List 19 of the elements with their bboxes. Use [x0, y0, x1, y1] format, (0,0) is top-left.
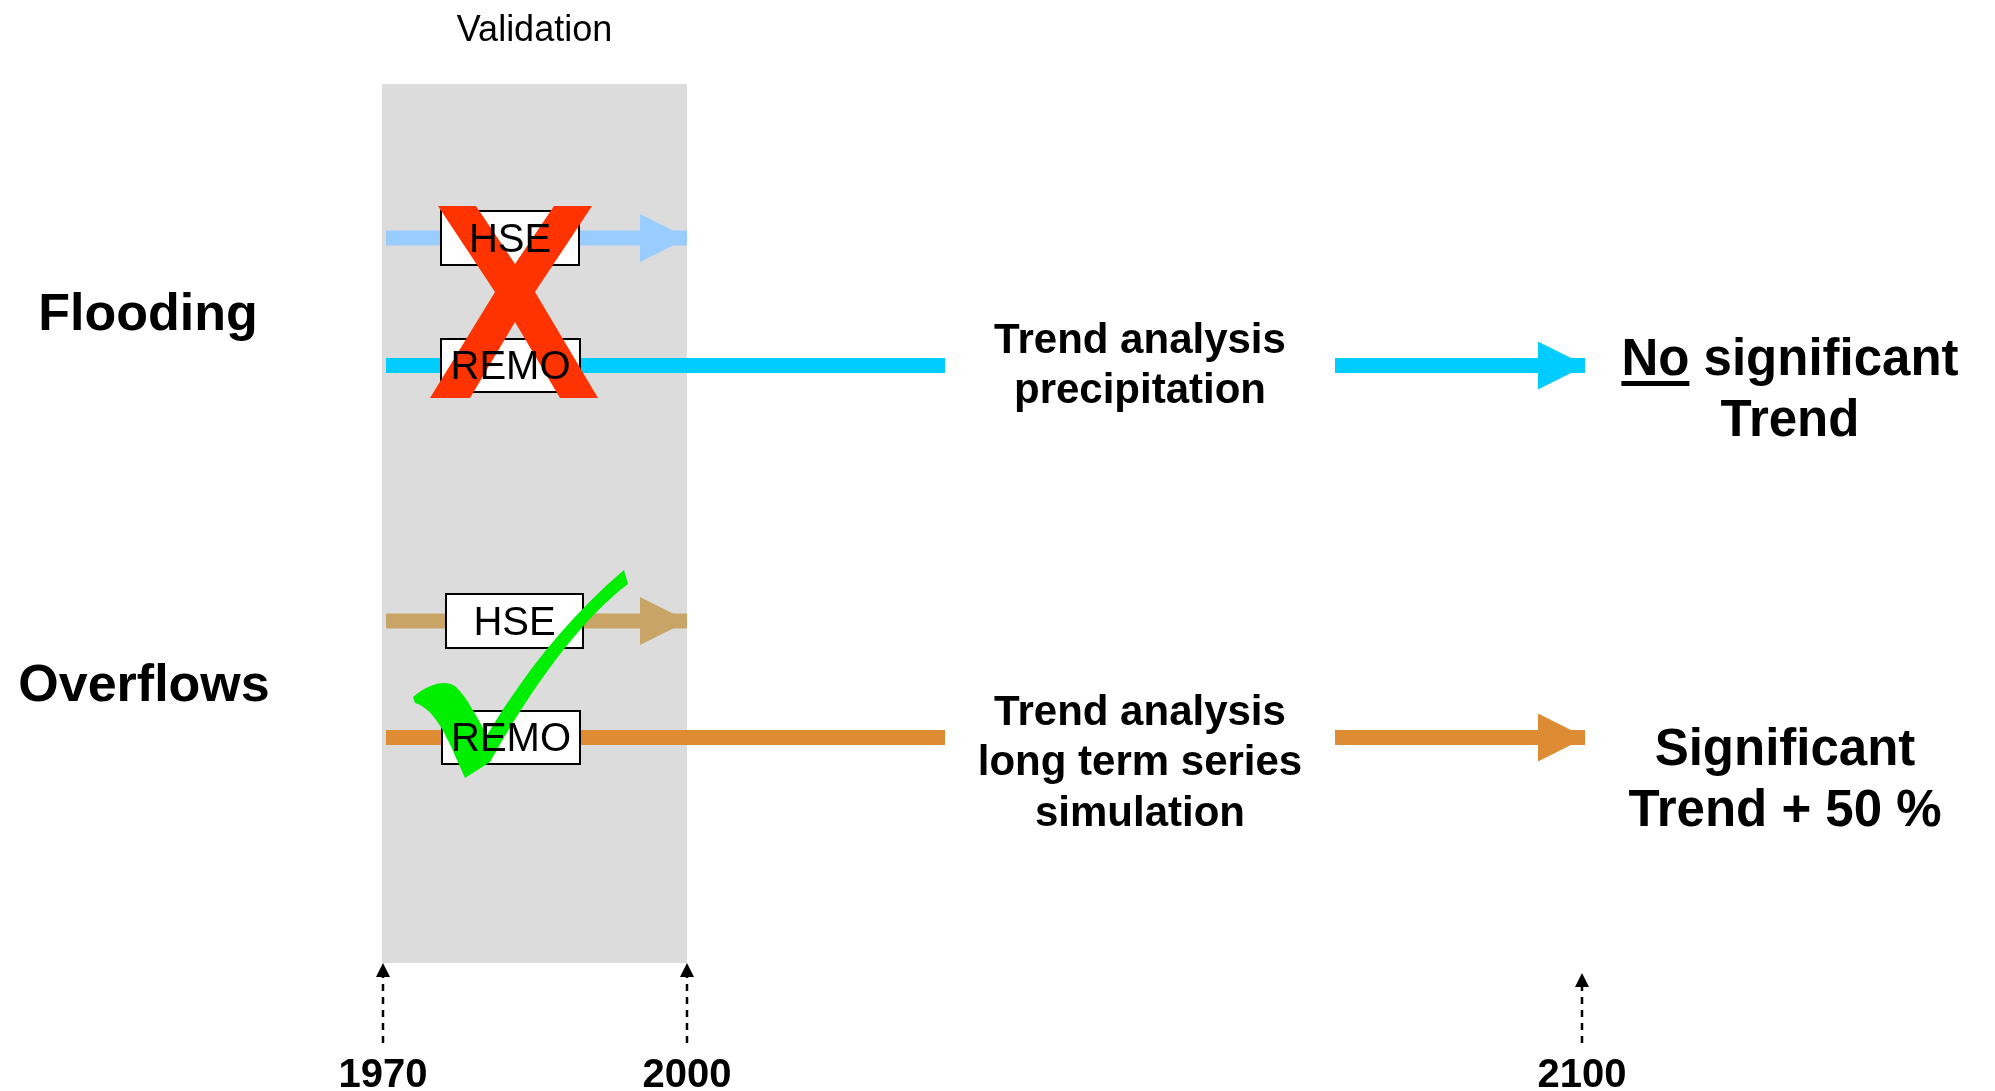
node-text: Trend analysis precipitation: [994, 315, 1286, 413]
model-box: [445, 593, 584, 649]
cross-mark: [430, 206, 598, 398]
band-heading: Validation: [455, 8, 614, 50]
arrow: [580, 214, 688, 262]
year-label: 2000: [642, 1050, 732, 1091]
check-mark: [413, 570, 628, 778]
node-text: significant Trend: [1703, 329, 1959, 448]
arrow: [1335, 341, 1586, 390]
node-text: Trend analysis long term series simulation: [977, 687, 1303, 835]
year-label: 1970: [338, 1050, 428, 1091]
arrow: [584, 597, 688, 645]
arrow: [1335, 713, 1586, 762]
node-text: No: [1621, 329, 1690, 386]
row-heading: Flooding: [38, 282, 258, 342]
model-name: HSE: [473, 598, 556, 644]
year-label: 2100: [1537, 1050, 1627, 1091]
row-heading: Overflows: [18, 653, 270, 713]
node-text: Significant Trend + 50 %: [1628, 719, 1942, 838]
